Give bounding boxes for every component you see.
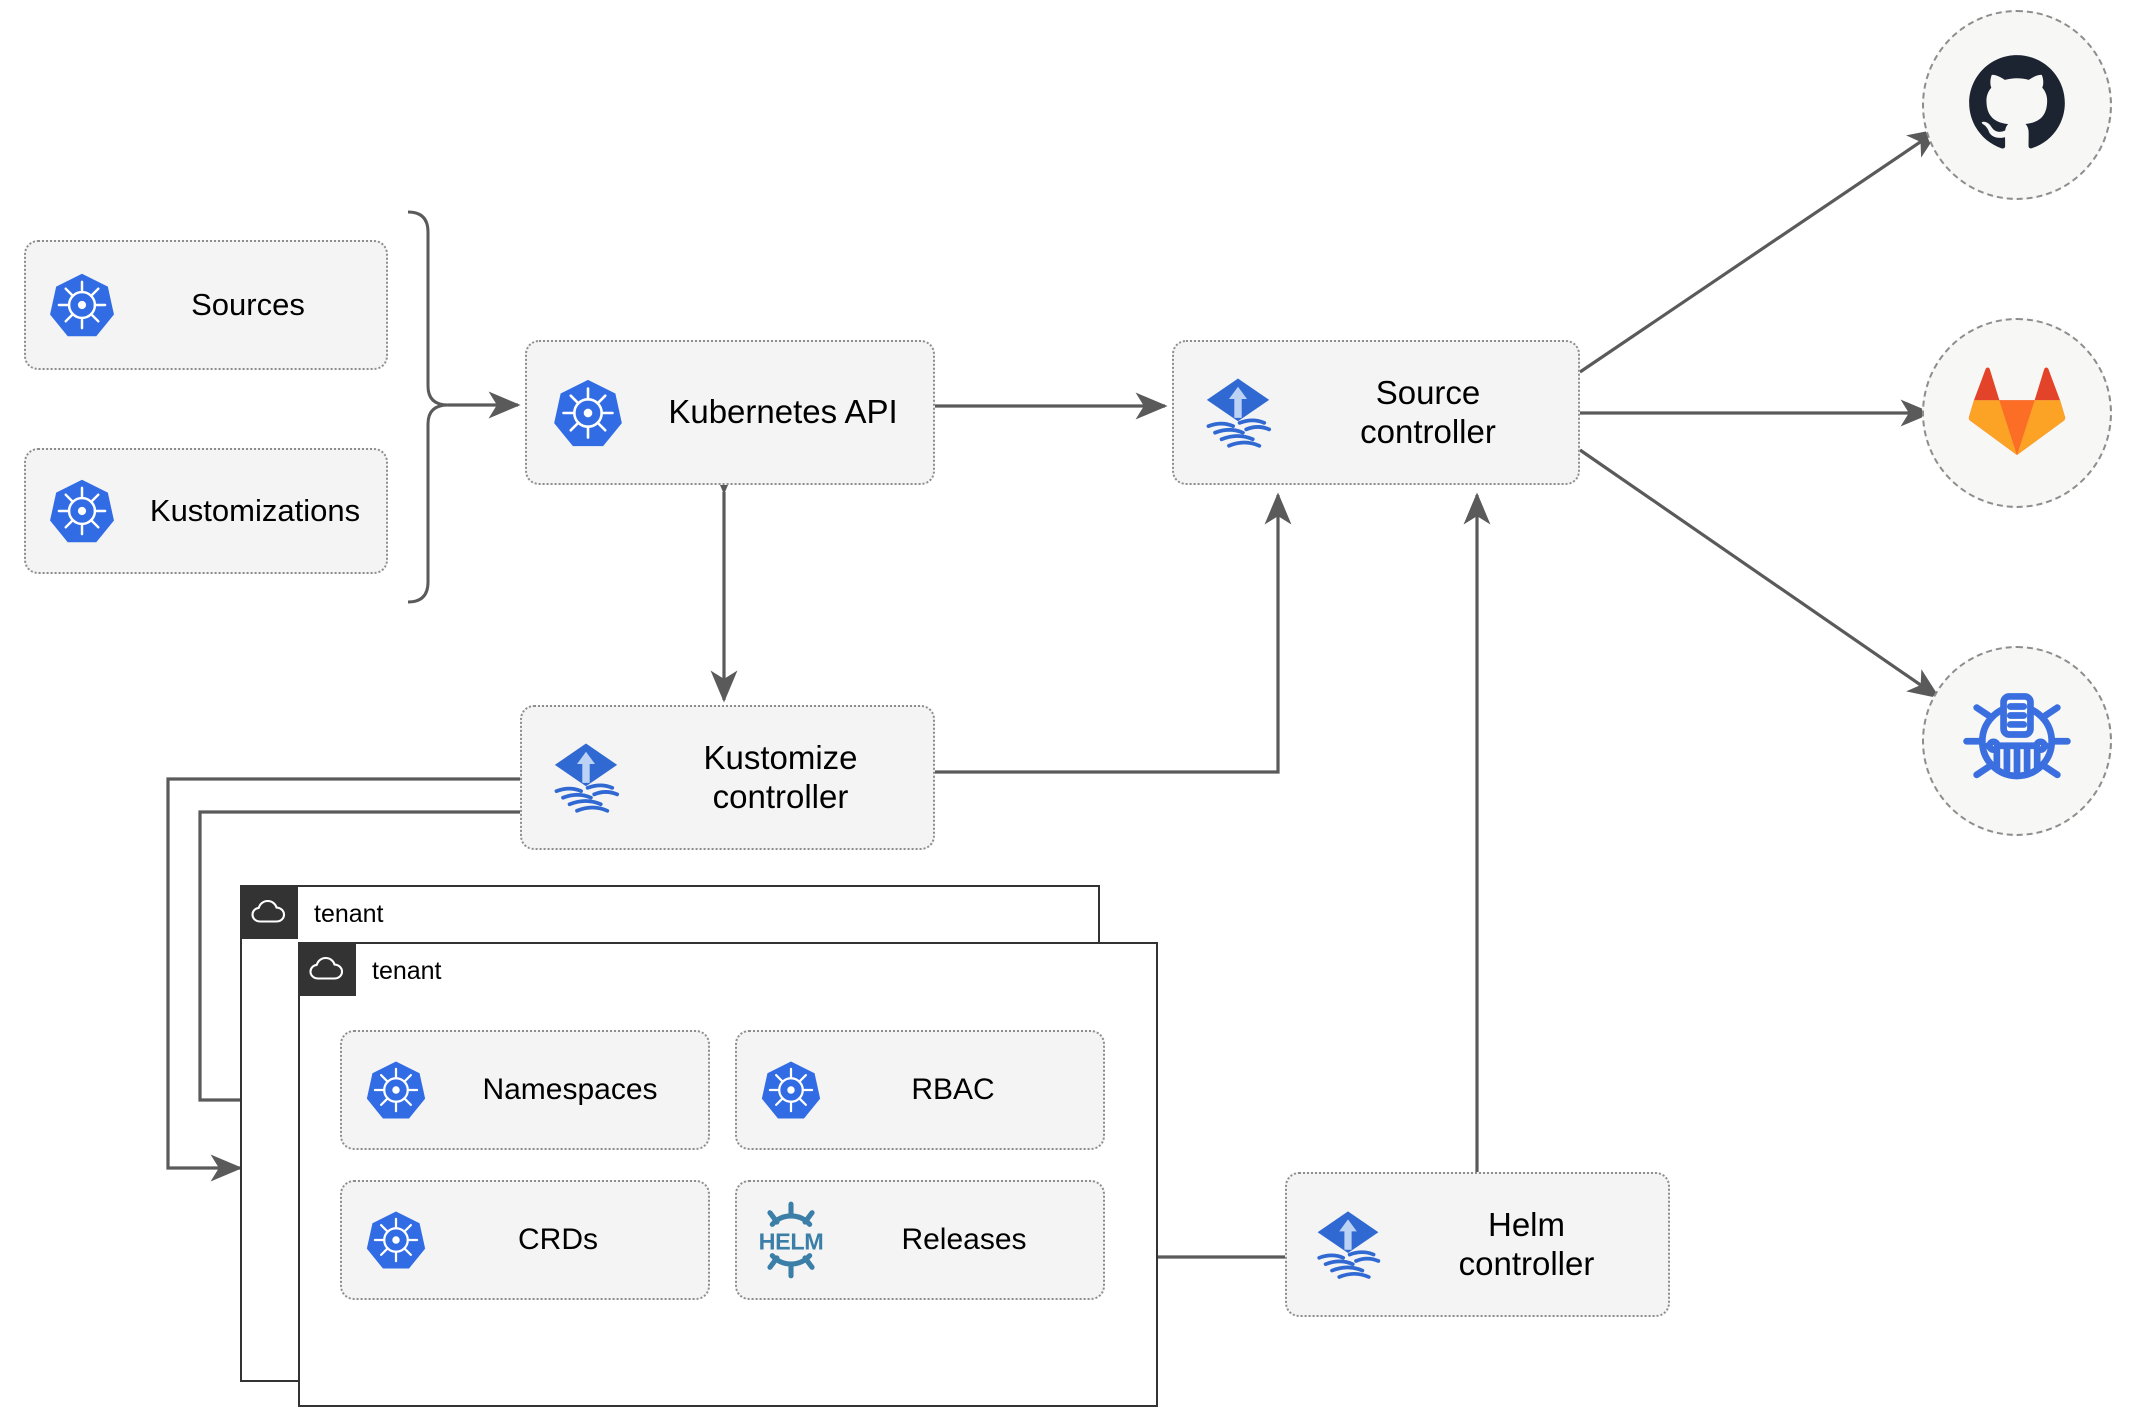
kubernetes-icon bbox=[342, 1059, 450, 1121]
kubernetes-icon bbox=[26, 477, 138, 545]
node-rbac[interactable]: RBAC bbox=[735, 1030, 1105, 1150]
github-icon bbox=[1965, 51, 2069, 160]
helm-icon: HELM bbox=[737, 1201, 845, 1279]
tenant-label: tenant bbox=[314, 899, 384, 928]
node-kustomize-controller[interactable]: Kustomize controller bbox=[520, 705, 935, 850]
node-label: Helm controller bbox=[1458, 1205, 1595, 1282]
tenant-label: tenant bbox=[372, 956, 442, 985]
node-label: RBAC bbox=[911, 1073, 995, 1107]
flux-icon bbox=[1287, 1205, 1409, 1285]
node-releases[interactable]: HELM Releases bbox=[735, 1180, 1105, 1300]
edge-source-to-oci bbox=[1579, 448, 1941, 699]
oci-registry-icon bbox=[1961, 683, 2073, 800]
kubernetes-icon bbox=[26, 271, 138, 339]
kubernetes-icon bbox=[342, 1209, 450, 1271]
edge-source-to-github bbox=[1579, 128, 1941, 374]
node-helm-controller[interactable]: Helm controller bbox=[1285, 1172, 1670, 1317]
node-label: Releases bbox=[901, 1223, 1027, 1257]
node-label: Kustomize controller bbox=[703, 738, 858, 815]
node-label: Namespaces bbox=[482, 1073, 658, 1107]
node-label: CRDs bbox=[518, 1223, 598, 1257]
provider-gitlab[interactable] bbox=[1922, 318, 2112, 508]
edge-kustomize-to-source bbox=[935, 492, 1292, 774]
flux-icon bbox=[522, 737, 650, 819]
node-kubernetes-api[interactable]: Kubernetes API bbox=[525, 340, 935, 485]
node-label: Source controller bbox=[1360, 373, 1496, 450]
node-label: Sources bbox=[191, 286, 305, 322]
flux-icon bbox=[1174, 372, 1302, 454]
svg-text:HELM: HELM bbox=[759, 1228, 824, 1254]
tenant-container-inner: tenant bbox=[297, 941, 1158, 1407]
cloud-icon bbox=[297, 941, 356, 996]
kubernetes-icon bbox=[737, 1059, 845, 1121]
edge-kustomize-to-tenant-outer bbox=[166, 777, 520, 1182]
kubernetes-icon bbox=[527, 377, 649, 449]
node-sources[interactable]: Sources bbox=[24, 240, 388, 370]
node-label: Kustomizations bbox=[149, 492, 361, 528]
gitlab-icon bbox=[1968, 365, 2066, 462]
node-crds[interactable]: CRDs bbox=[340, 1180, 710, 1300]
group-bracket bbox=[407, 210, 449, 604]
node-namespaces[interactable]: Namespaces bbox=[340, 1030, 710, 1150]
node-source-controller[interactable]: Source controller bbox=[1172, 340, 1580, 485]
provider-oci-registry[interactable] bbox=[1922, 646, 2112, 836]
node-label: Kubernetes API bbox=[668, 393, 898, 431]
node-kustomizations[interactable]: Kustomizations bbox=[24, 448, 388, 574]
provider-github[interactable] bbox=[1922, 10, 2112, 200]
cloud-icon bbox=[239, 884, 298, 939]
